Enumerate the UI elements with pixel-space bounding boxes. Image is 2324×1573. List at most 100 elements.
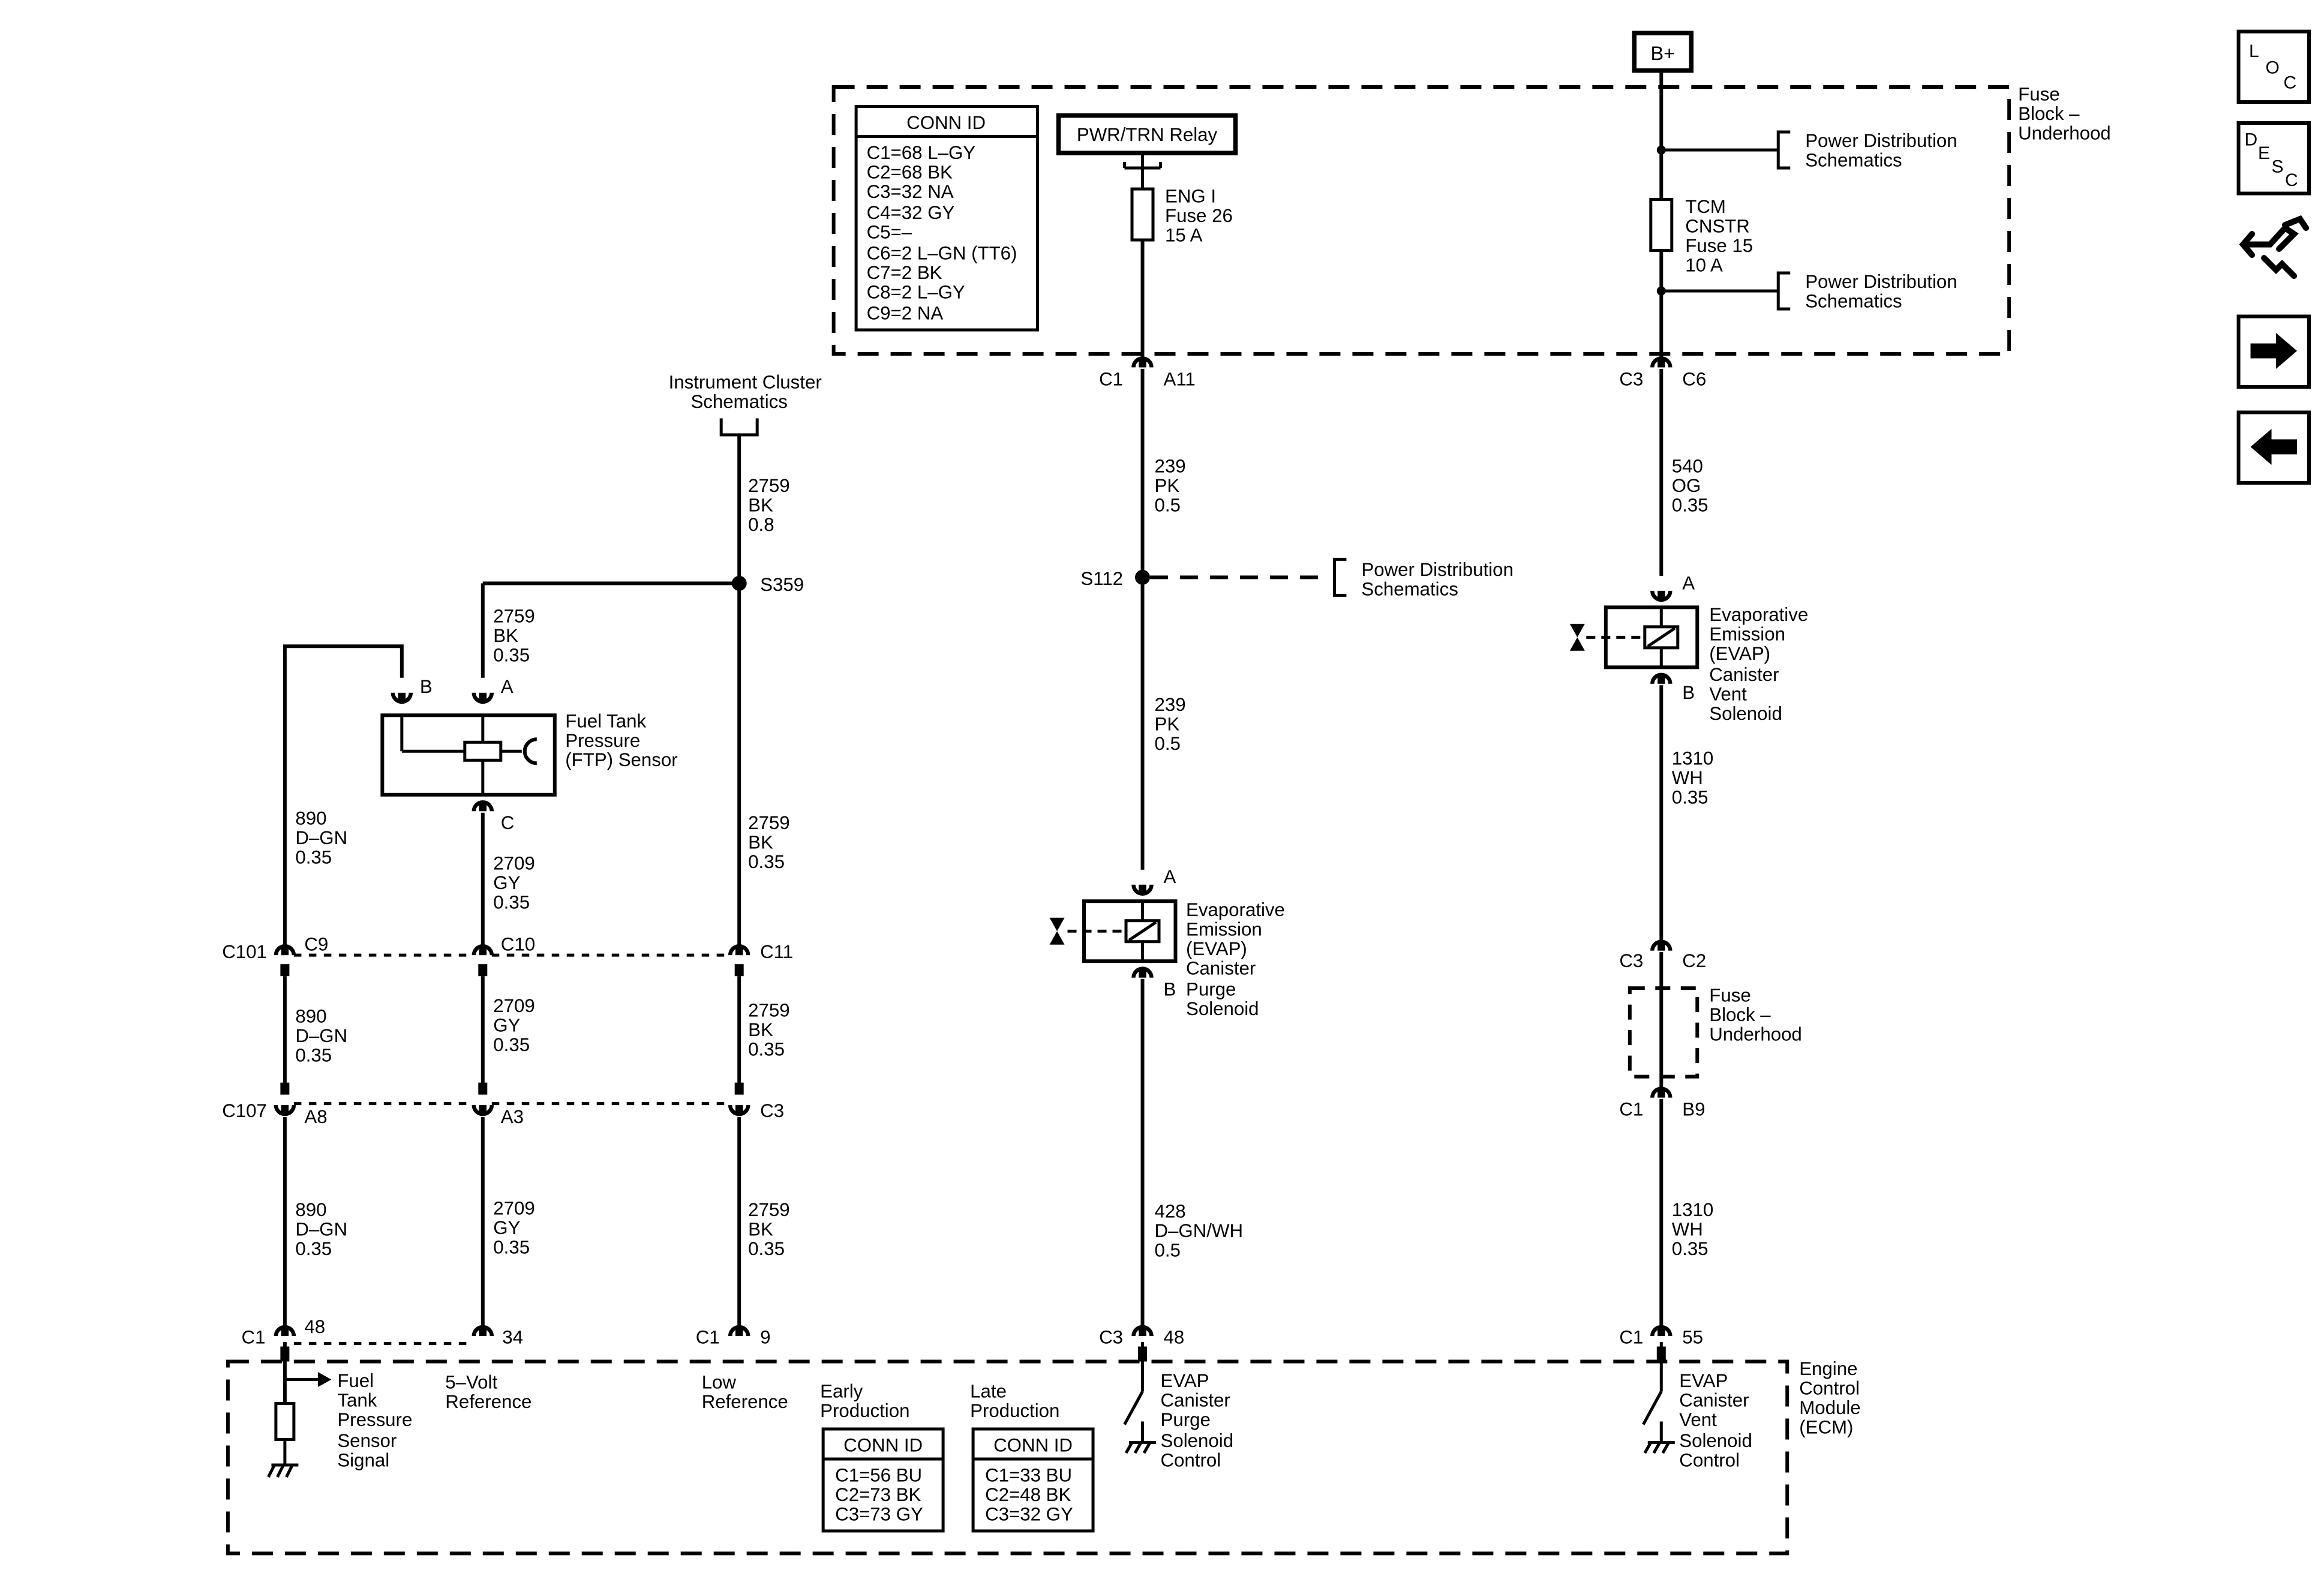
pds-bracket-1 (1776, 130, 1791, 170)
ftp-pin-b: B (420, 676, 433, 697)
svg-text:0.5: 0.5 (1155, 1240, 1181, 1261)
ecm-pin-48a: 48 (304, 1316, 325, 1337)
svg-text:C3=73 GY: C3=73 GY (835, 1503, 923, 1524)
svg-text:C1=33 BU: C1=33 BU (985, 1464, 1072, 1485)
svg-text:890: 890 (295, 808, 326, 829)
svg-text:CONN ID: CONN ID (993, 1434, 1073, 1455)
svg-text:Underhood: Underhood (1709, 1024, 1802, 1045)
svg-text:CNSTR: CNSTR (1685, 215, 1750, 236)
svg-text:C: C (2284, 73, 2297, 93)
svg-text:0.5: 0.5 (1155, 494, 1181, 515)
svg-text:Fuse 15: Fuse 15 (1685, 235, 1753, 256)
pds-link-2[interactable]: Power Distribution Schematics (1805, 271, 1957, 311)
pin-c3-row: C3 (760, 1100, 784, 1121)
svg-text:ENG I: ENG I (1165, 186, 1216, 207)
ecm-pin-55: 55 (1682, 1327, 1703, 1348)
svg-text:Evaporative: Evaporative (1709, 604, 1808, 625)
svg-text:Emission: Emission (1186, 919, 1262, 940)
svg-text:Pressure: Pressure (565, 730, 640, 751)
pds-bracket-3 (1332, 557, 1347, 597)
svg-text:Purge: Purge (1161, 1409, 1211, 1430)
conn-c3-top: C3 (1619, 368, 1643, 389)
svg-text:C1=68 L–GY: C1=68 L–GY (867, 142, 976, 163)
svg-text:Purge: Purge (1186, 979, 1236, 1000)
svg-text:Block –: Block – (1709, 1004, 1771, 1025)
ecm-pin-48b: 48 (1163, 1327, 1184, 1348)
fuse-26-label: ENG I Fuse 26 15 A (1165, 186, 1233, 246)
svg-text:Solenoid: Solenoid (1679, 1430, 1752, 1451)
svg-text:D–GN: D–GN (295, 827, 347, 848)
svg-text:Solenoid: Solenoid (1186, 998, 1259, 1019)
pds-bracket-2 (1776, 271, 1791, 311)
svg-text:2759: 2759 (493, 605, 535, 626)
wire-label-2709-c: 2709 GY 0.35 (493, 1198, 535, 1258)
purge-driver-switch-icon (1123, 1342, 1157, 1454)
desc-icon[interactable]: D E S C (2236, 121, 2311, 196)
svg-text:5–Volt: 5–Volt (445, 1371, 497, 1392)
wire-label-2759-c: 2759 BK 0.35 (748, 1000, 789, 1060)
wire-label-2759-top: 2759 BK 0.8 (748, 475, 789, 535)
wire-label-428: 428 D–GN/WH 0.5 (1155, 1201, 1243, 1261)
svg-text:C9=2 NA: C9=2 NA (867, 302, 944, 323)
svg-text:Control: Control (1161, 1449, 1221, 1470)
wire-label-1310-a: 1310 WH 0.35 (1672, 748, 1713, 808)
svg-text:PK: PK (1155, 713, 1180, 734)
svg-text:Evaporative: Evaporative (1186, 899, 1285, 920)
bplus-label: B+ (1650, 43, 1675, 64)
ecm-conn-c1-b: C1 (696, 1327, 720, 1348)
svg-text:Sensor: Sensor (337, 1430, 397, 1451)
svg-text:2759: 2759 (748, 475, 789, 496)
svg-text:BK: BK (493, 625, 518, 646)
ic-bracket (719, 418, 759, 437)
harness-icon[interactable] (2239, 215, 2310, 279)
loc-icon[interactable]: L O C (2236, 29, 2311, 104)
next-arrow-icon[interactable] (2236, 314, 2311, 389)
svg-text:2709: 2709 (493, 853, 535, 874)
svg-text:0.35: 0.35 (1672, 494, 1709, 515)
vent-driver-switch-icon (1642, 1342, 1675, 1454)
ic-schematics-link[interactable]: Instrument Cluster Schematics (669, 371, 822, 412)
svg-text:EVAP: EVAP (1161, 1370, 1209, 1391)
svg-text:O: O (2266, 58, 2280, 78)
fuse-15-label: TCM CNSTR Fuse 15 10 A (1685, 196, 1753, 275)
svg-text:S: S (2272, 157, 2284, 177)
svg-text:WH: WH (1672, 1219, 1703, 1240)
conn-c1-mid: C1 (1619, 1099, 1643, 1120)
wire-label-2759-d: 2759 BK 0.35 (748, 1199, 789, 1259)
svg-text:D: D (2245, 130, 2258, 150)
ecm-fuel-signal-label: Fuel Tank Pressure Sensor Signal (337, 1370, 412, 1470)
ecm-conn-c3: C3 (1099, 1327, 1123, 1348)
svg-text:0.35: 0.35 (493, 1237, 530, 1258)
svg-text:0.35: 0.35 (295, 847, 332, 868)
svg-text:Power Distribution: Power Distribution (1805, 130, 1957, 151)
ecm-purge-ctrl-label: EVAP Canister Purge Solenoid Control (1161, 1370, 1234, 1470)
splice-s112 (1135, 569, 1151, 585)
ecm-label: Engine Control Module (ECM) (1799, 1358, 1860, 1437)
svg-text:Instrument Cluster: Instrument Cluster (669, 371, 822, 392)
conn-c3-mid: C3 (1619, 950, 1643, 971)
pds-link-3[interactable]: Power Distribution Schematics (1361, 559, 1513, 599)
conn-c101: C101 (222, 941, 267, 962)
ground-icon (267, 1463, 299, 1478)
ecm-pin-9: 9 (760, 1327, 770, 1348)
svg-text:428: 428 (1155, 1201, 1186, 1222)
svg-text:EVAP: EVAP (1679, 1370, 1728, 1391)
back-arrow-icon[interactable] (2236, 410, 2311, 485)
svg-text:Reference: Reference (702, 1391, 788, 1412)
svg-text:C4=32 GY: C4=32 GY (867, 202, 955, 223)
svg-text:Vent: Vent (1679, 1409, 1717, 1430)
svg-text:0.5: 0.5 (1155, 733, 1181, 754)
wire-label-890-c: 890 D–GN 0.35 (295, 1199, 347, 1259)
svg-text:CONN ID: CONN ID (843, 1434, 923, 1455)
splice-s359-label: S359 (760, 574, 804, 595)
early-conn-id-table: CONN ID C1=56 BU C2=73 BK C3=73 GY (821, 1427, 945, 1533)
svg-text:Fuse 26: Fuse 26 (1165, 205, 1233, 226)
svg-text:OG: OG (1672, 475, 1701, 496)
pds-link-1[interactable]: Power Distribution Schematics (1805, 130, 1957, 170)
svg-text:239: 239 (1155, 694, 1186, 715)
wire-label-2759-a: 2759 BK 0.35 (493, 605, 535, 665)
late-production-heading: Late Production (970, 1380, 1059, 1421)
svg-text:L: L (2249, 41, 2259, 61)
svg-text:Production: Production (820, 1400, 909, 1421)
